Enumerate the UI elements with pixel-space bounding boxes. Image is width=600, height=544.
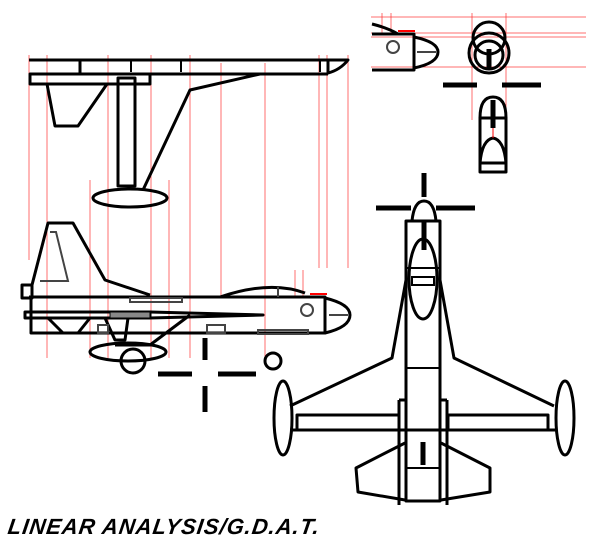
top-view (28, 58, 350, 209)
front-view (443, 20, 541, 88)
construction-lines (28, 13, 586, 358)
caption: LINEAR ANALYSIS/G.D.A.T. (6, 514, 322, 539)
crosshair-side (158, 338, 256, 412)
side-view (20, 221, 352, 375)
plan-view (272, 173, 576, 505)
rear-view (478, 95, 508, 174)
front-nose-side-view (371, 22, 440, 72)
